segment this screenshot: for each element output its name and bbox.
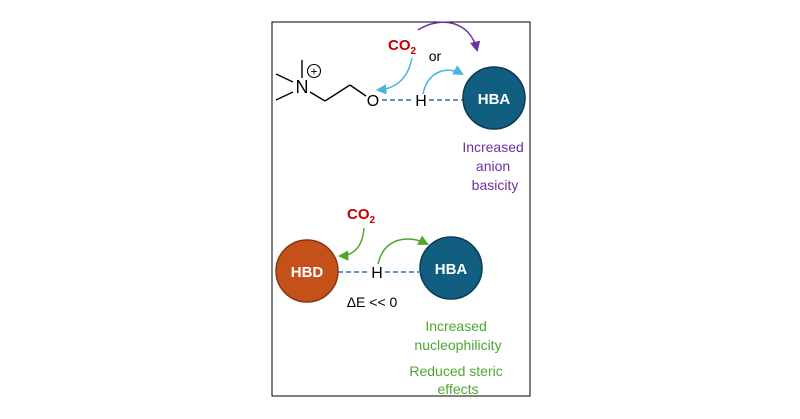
bond-n-c1 [309, 91, 326, 102]
frame-border [271, 21, 531, 397]
effect-line: effects [438, 381, 479, 397]
effect-line: Increased [425, 318, 486, 334]
effect-line: anion [476, 158, 510, 174]
positive-charge-circle [306, 63, 322, 79]
bond-c1-c2 [324, 84, 351, 102]
steric-effects-text: Reduced steric effects [409, 363, 506, 397]
hba-label-top: HBA [478, 91, 511, 108]
hba-circle-bottom [419, 236, 483, 300]
nucleophilicity-text: Increased nucleophilicity [414, 318, 501, 353]
co2-label-top: CO2 [388, 37, 417, 57]
hydrogen-atom-bottom: H [371, 265, 383, 282]
hbd-label: HBD [291, 264, 324, 281]
anion-basicity-text: Increased anion basicity [462, 139, 527, 193]
arrow-co2-to-hbd [337, 227, 365, 261]
top-panel: N + O H HBA CO2 or Increased anion basic… [275, 21, 527, 193]
bottom-panel: HBD H HBA CO2 ΔE << 0 Increased nucleoph… [275, 206, 506, 397]
hba-circle-top [462, 66, 526, 130]
arrow-h-to-hba-top [422, 65, 464, 95]
co2-label-bottom: CO2 [347, 206, 376, 226]
effect-line: Reduced steric [409, 363, 502, 379]
choline-structure [275, 60, 367, 102]
oxygen-atom: O [367, 93, 379, 110]
hydrogen-atom-top: H [415, 93, 427, 110]
effect-line: basicity [472, 177, 519, 193]
effect-line: nucleophilicity [414, 337, 501, 353]
methyl-bond-left-down [275, 91, 294, 101]
effect-line: Increased [462, 139, 523, 155]
arrow-h-to-hba-bottom [377, 235, 429, 265]
or-label: or [429, 48, 442, 64]
hba-label-bottom: HBA [435, 261, 468, 278]
positive-charge-sign: + [310, 65, 317, 79]
bond-c2-o [349, 84, 367, 97]
energy-label: ΔE << 0 [347, 294, 398, 310]
arrow-co2-to-hba [417, 21, 481, 53]
nitrogen-atom: N [296, 77, 309, 97]
hbd-circle [275, 239, 339, 303]
arrow-co2-to-oxygen [375, 57, 413, 95]
methyl-bond-left-up [275, 73, 294, 83]
